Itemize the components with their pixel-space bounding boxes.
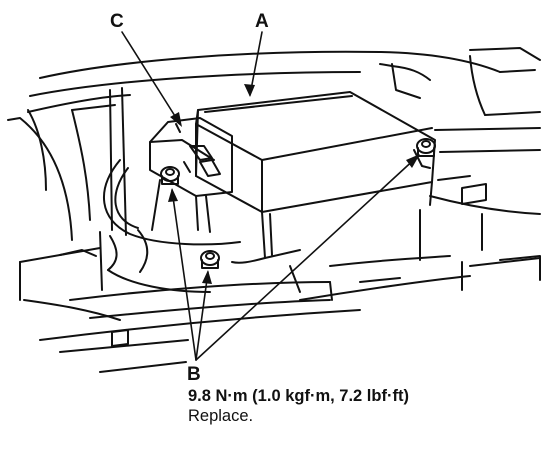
leader-line-a xyxy=(249,31,263,96)
arrowhead-b-1 xyxy=(168,188,178,202)
floor-panel xyxy=(39,255,471,373)
arrowhead-a xyxy=(244,84,255,97)
leader-line-b-2 xyxy=(195,271,209,361)
arrowhead-b-3 xyxy=(406,154,420,168)
connector-c xyxy=(149,117,233,233)
leader-line-b-1 xyxy=(171,189,197,361)
leader-line-c xyxy=(121,31,181,125)
callout-label-a: A xyxy=(255,11,269,32)
torque-spec-block: 9.8 N·m (1.0 kgf·m, 7.2 lbf·ft) Replace. xyxy=(188,386,409,426)
arrowhead-c xyxy=(170,112,182,127)
bolt-right xyxy=(416,138,436,157)
callout-label-c: C xyxy=(110,11,124,32)
left-bracket-structure xyxy=(7,87,127,321)
torque-spec-text: 9.8 N·m (1.0 kgf·m, 7.2 lbf·ft) xyxy=(188,387,409,405)
callout-label-b: B xyxy=(187,364,201,385)
wire-harness xyxy=(99,159,241,293)
control-unit-a xyxy=(195,91,436,264)
bolt-lower xyxy=(200,250,220,269)
leader-line-b-3 xyxy=(195,155,419,361)
arrowhead-b-2 xyxy=(202,270,212,284)
replace-instruction: Replace. xyxy=(188,407,254,425)
bolt-upper-left xyxy=(160,166,180,185)
